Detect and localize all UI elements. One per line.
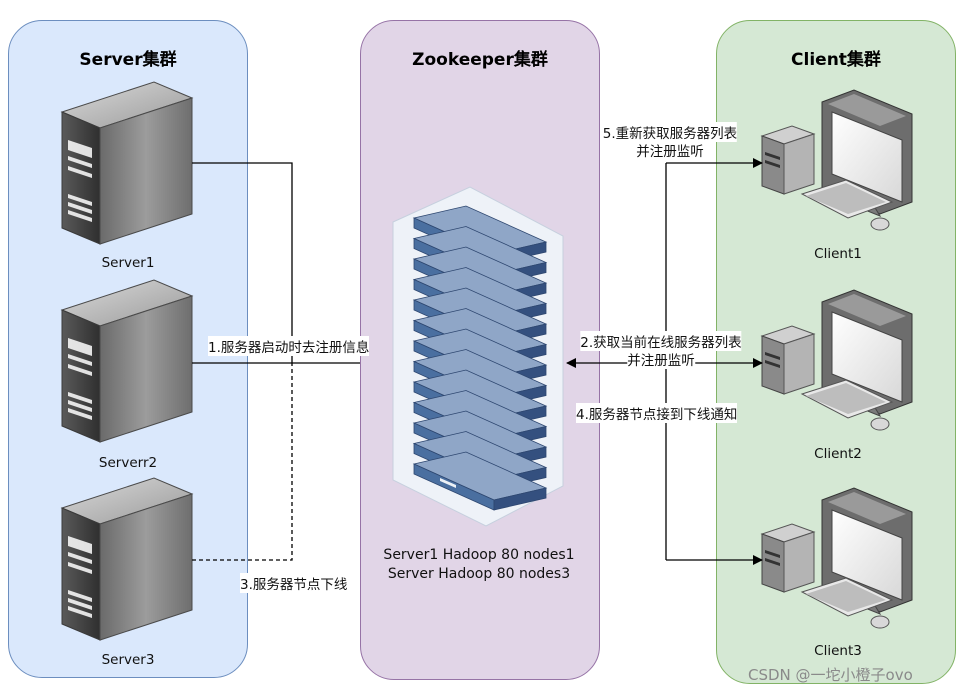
rack-unit-side [493,487,547,511]
zookeeper-rack-icon [392,186,564,527]
server3-label: Server3 [101,652,155,668]
server1-tower-icon [61,81,193,245]
offline-dashed-connector [192,363,293,561]
server3-tower-icon [61,477,193,641]
client2-label: Client2 [814,446,862,462]
client3-computer-icon [761,487,913,629]
watermark: CSDN @一坨小橙子ovo [748,666,913,684]
step3-offline-label: 3.服务器节点下线 [240,573,348,593]
step2-fetch-label-line2: 并注册监听 [627,349,695,369]
step2-fetch-label-line1: 2.获取当前在线服务器列表 [580,331,742,351]
server2-label: Serverr2 [98,455,158,471]
zookeeper-cluster-title: Zookeeper集群 [412,50,548,70]
client3-label: Client3 [814,643,862,659]
client-cluster-title: Client集群 [791,50,881,70]
client2-computer-icon [761,289,913,431]
step1-register-label: 1.服务器启动时去注册信息 [208,336,370,356]
step4-notify-label: 4.服务器节点接到下线通知 [576,403,738,423]
step5-relist-label-line1: 5.重新获取服务器列表 [602,122,738,142]
rack-unit-indicator [440,478,456,488]
client1-computer-icon [761,89,913,231]
server-cluster-title: Server集群 [79,50,177,70]
server2-tower-icon [61,279,193,443]
zookeeper-node-line1: Server1 Hadoop 80 nodes1 [383,547,575,563]
server1-label: Server1 [101,255,155,271]
client1-label: Client1 [814,246,862,262]
step5-relist-label-line2: 并注册监听 [636,140,704,160]
zookeeper-node-line2: Server Hadoop 80 nodes3 [387,566,571,582]
register-connector [192,162,360,364]
